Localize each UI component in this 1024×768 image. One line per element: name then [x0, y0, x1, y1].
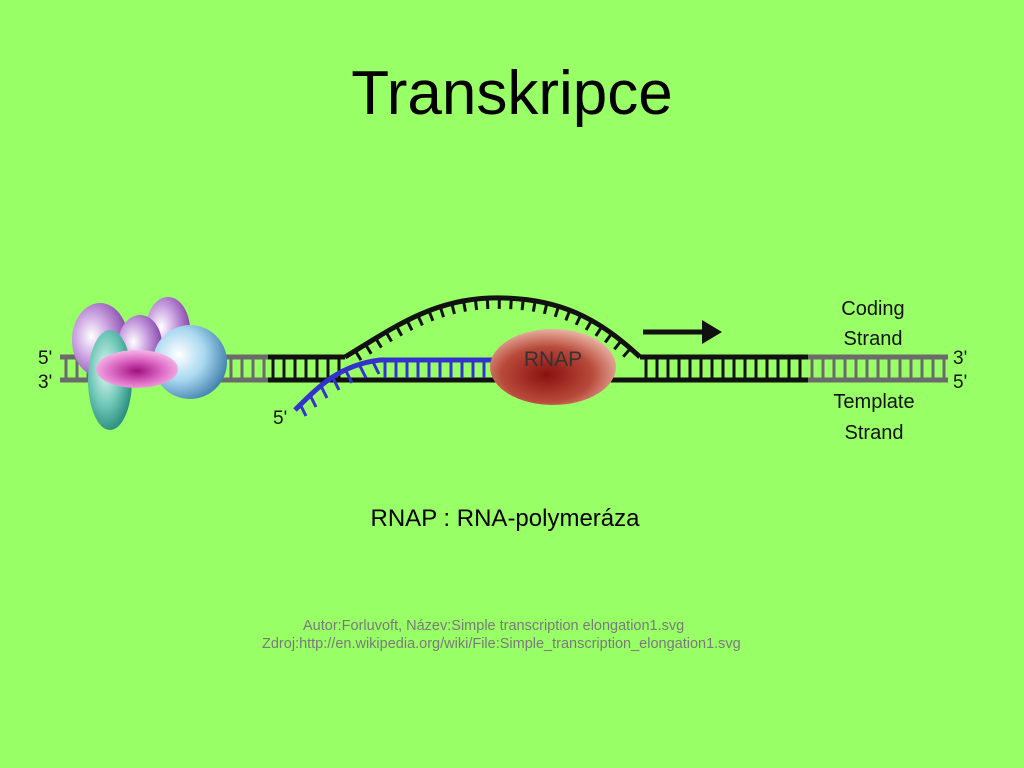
- dna-base: [574, 314, 583, 326]
- rna-base: [298, 403, 308, 417]
- dna-base: [542, 302, 549, 315]
- label-3-prime-top-right: 3': [953, 348, 967, 369]
- coding-strand-label-1: Coding: [841, 298, 904, 320]
- dna-base: [462, 300, 467, 312]
- rnap-label: RNAP: [524, 348, 582, 371]
- template-strand-label-1: Template: [833, 391, 914, 413]
- slide-title: Transkripce: [351, 59, 673, 128]
- dna-base: [450, 303, 456, 315]
- dna-base: [553, 305, 560, 318]
- dna-base: [509, 298, 513, 310]
- dna-base: [364, 343, 373, 355]
- rna-base: [371, 361, 381, 375]
- dna-base: [405, 319, 414, 332]
- coding-strand-bubble: [343, 295, 642, 361]
- dna-base: [416, 314, 424, 326]
- rna-transcript: [293, 357, 495, 417]
- dna-base: [604, 332, 613, 344]
- credit-source: Zdroj:http://en.wikipedia.org/wiki/File:…: [262, 636, 741, 652]
- dna-base: [395, 325, 404, 337]
- rna-base: [344, 370, 354, 384]
- dna-base: [584, 319, 593, 331]
- rna-base: [358, 365, 368, 379]
- dna-base: [438, 306, 446, 318]
- dna-base: [353, 349, 363, 361]
- dna-base: [374, 337, 383, 349]
- dna-right-black: [610, 354, 808, 383]
- dna-base: [594, 325, 604, 337]
- direction-arrow-icon: [643, 320, 722, 344]
- label-5-prime-bottom-right: 5': [953, 372, 967, 393]
- label-3-prime-bottom-left: 3': [38, 372, 52, 393]
- dna-base: [531, 300, 537, 312]
- rna-base: [308, 394, 318, 408]
- dna-base: [622, 347, 632, 358]
- dna-base: [427, 310, 435, 322]
- dna-base: [520, 299, 525, 311]
- template-strand-label-2: Strand: [845, 422, 904, 444]
- dna-base: [613, 339, 623, 351]
- protein-complex: [72, 297, 227, 430]
- rna-base: [331, 377, 341, 391]
- dna-base: [384, 331, 393, 343]
- credit-author: Autor:Forluvoft, Název:Simple transcript…: [303, 618, 685, 634]
- label-5-prime-rna: 5': [273, 408, 287, 429]
- rnap-enzyme: RNAP: [490, 329, 616, 405]
- dna-base: [564, 309, 572, 322]
- caption: RNAP : RNA-polymeráza: [370, 505, 640, 532]
- coding-strand-label-2: Strand: [844, 328, 903, 350]
- label-5-prime-top-left: 5': [38, 348, 52, 369]
- rna-base: [319, 385, 329, 399]
- image-credit: Autor:Forluvoft, Název:Simple transcript…: [262, 617, 741, 653]
- dna-right-gray: [805, 354, 948, 383]
- dna-base: [473, 298, 479, 311]
